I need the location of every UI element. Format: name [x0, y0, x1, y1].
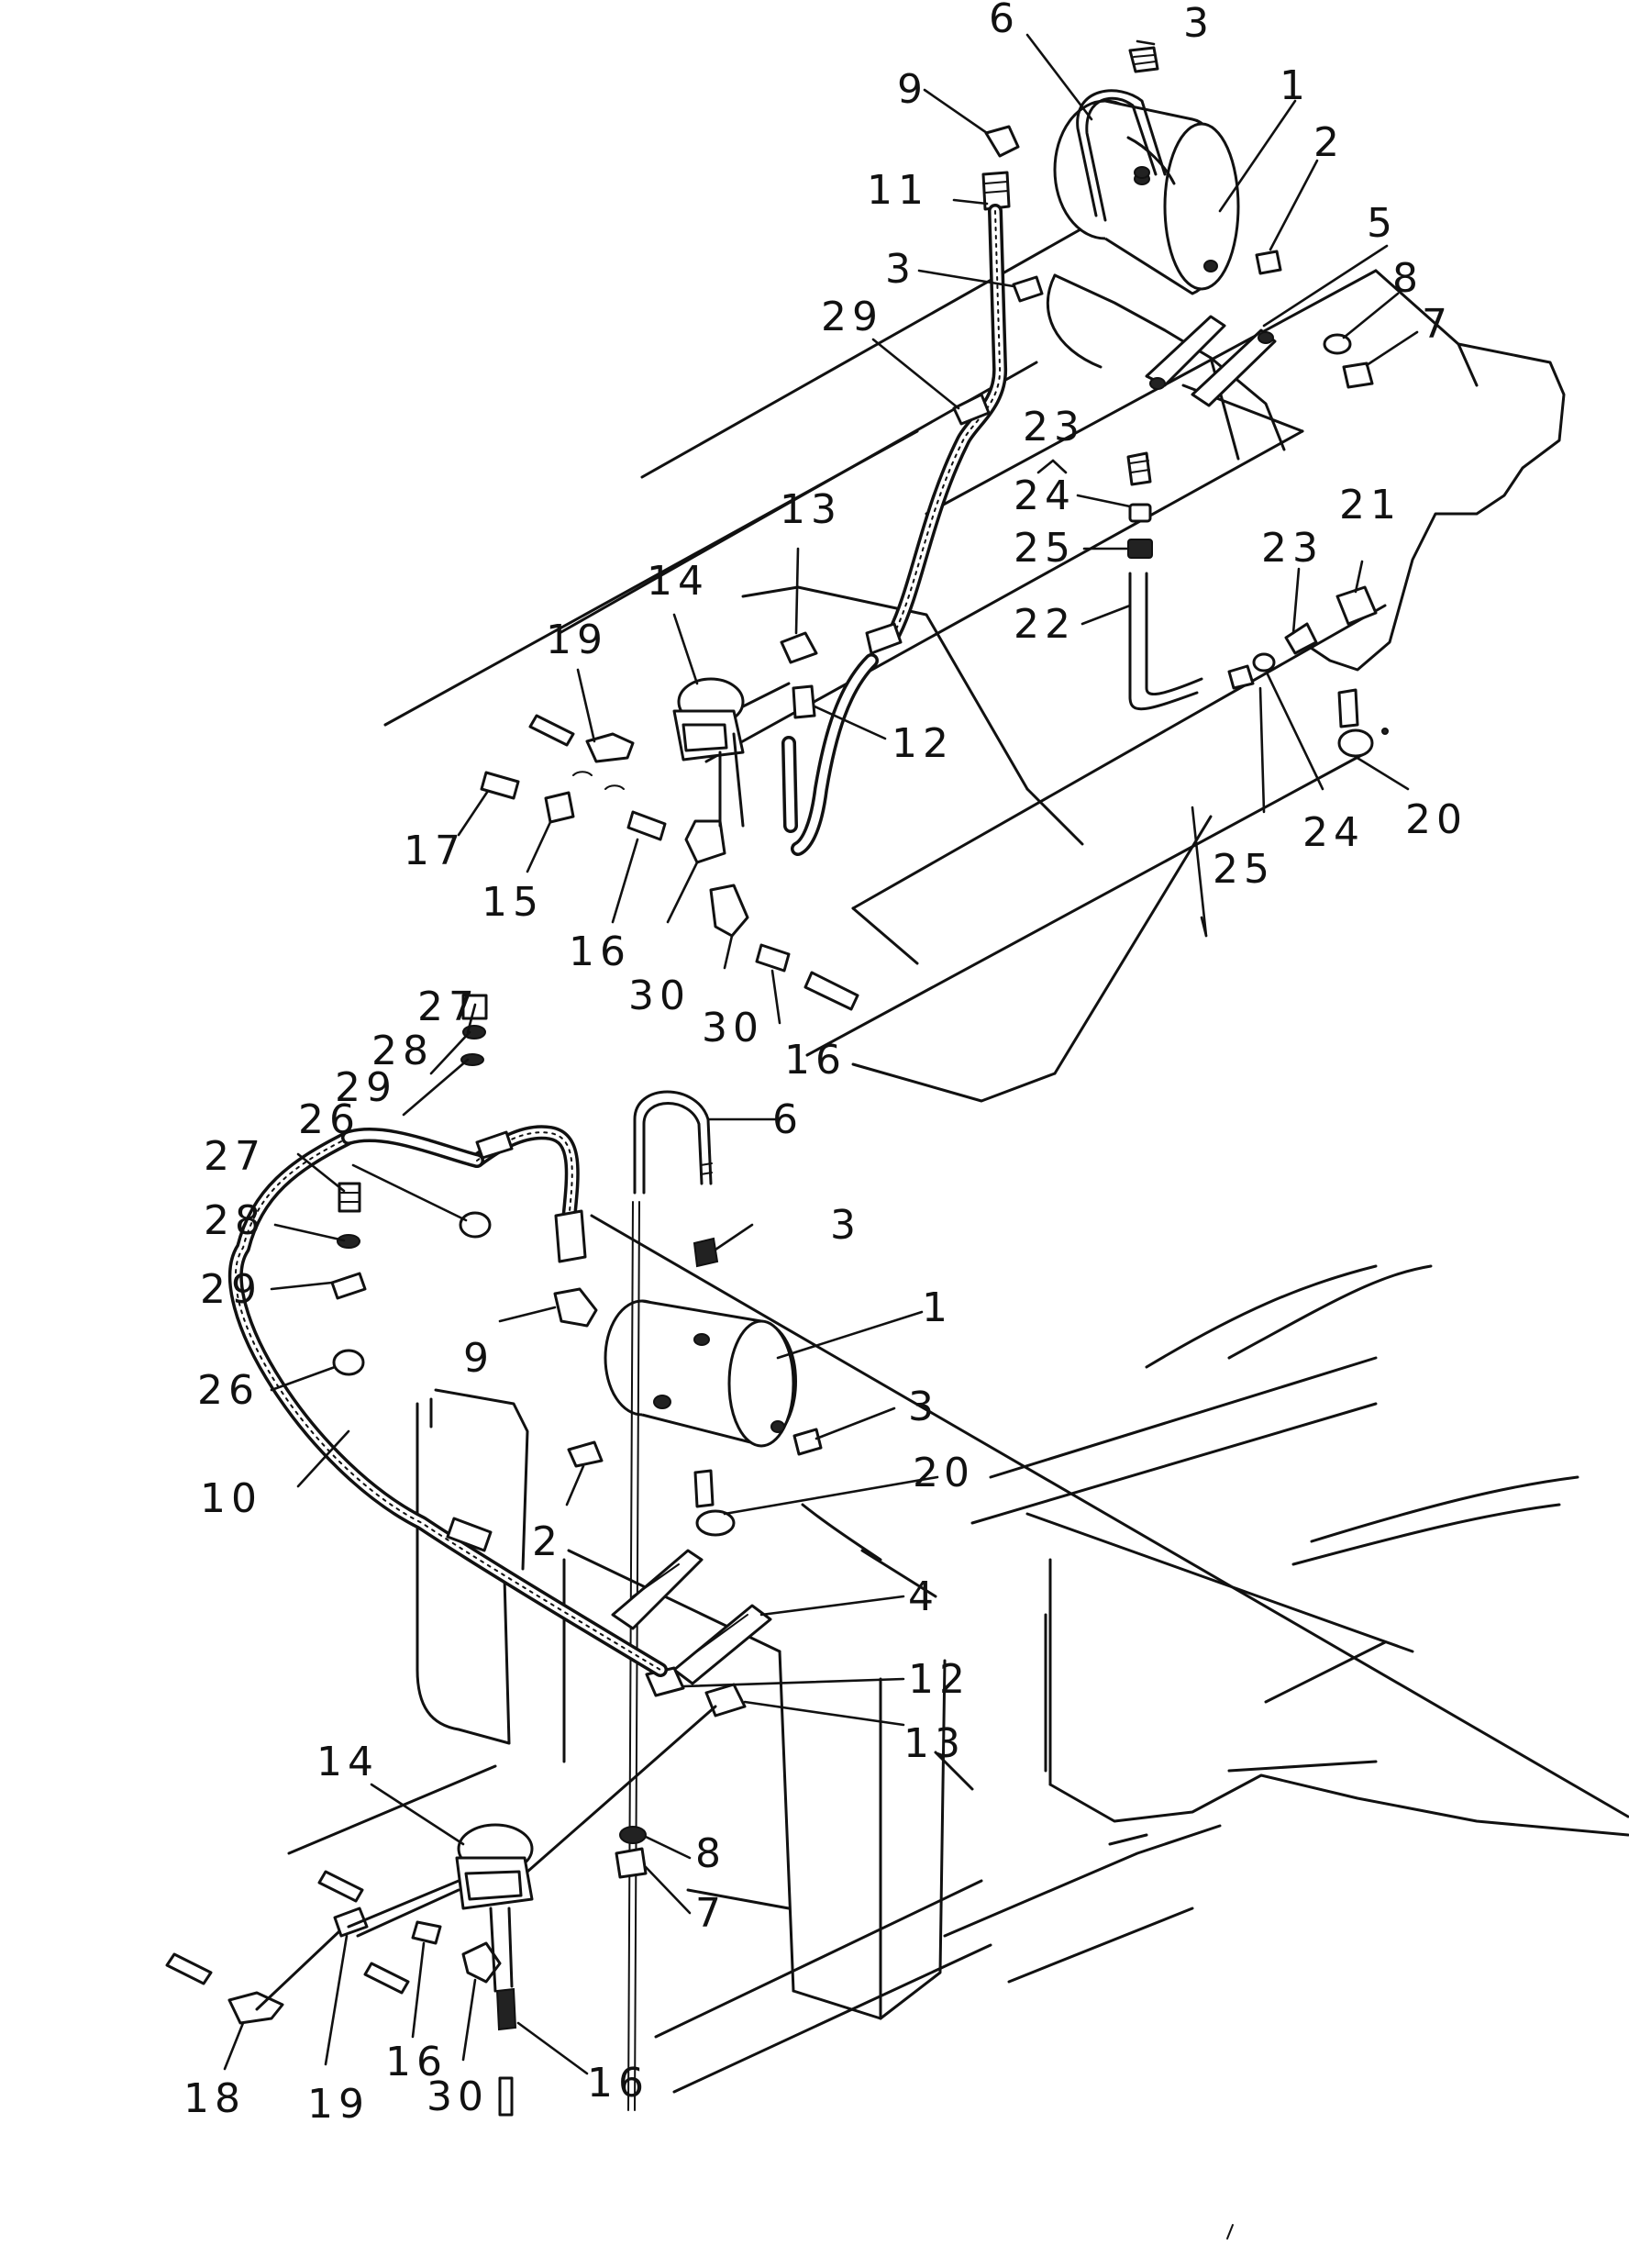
callout-20-upper: 20	[1405, 796, 1468, 843]
callout-1-lower: 1	[922, 1284, 953, 1331]
callout-26-lower: 26	[197, 1367, 260, 1414]
callout-8-lower: 8	[695, 1830, 726, 1877]
callout-24-upper: 24	[1014, 472, 1076, 519]
callout-10-lower: 10	[200, 1475, 262, 1522]
callout-14-upper: 14	[647, 558, 709, 605]
callout-30-upper-b: 30	[702, 1005, 764, 1051]
callout-28-lower: 28	[204, 1197, 266, 1244]
callout-22-upper: 22	[1014, 601, 1076, 648]
callout-9-upper: 9	[897, 66, 928, 113]
callout-21-upper: 21	[1339, 482, 1402, 528]
callout-18-lower: 18	[183, 2075, 246, 2122]
callout-2-lower: 2	[532, 1518, 563, 1565]
stray-dot	[1381, 728, 1389, 735]
callout-27-lower: 27	[204, 1133, 266, 1180]
callout-23-upper-right: 23	[1261, 525, 1324, 572]
callout-8-upper: 8	[1392, 255, 1424, 302]
callout-6-upper: 6	[989, 0, 1020, 42]
callout-6-lower: 6	[772, 1096, 803, 1143]
callout-20-lower: 20	[913, 1450, 975, 1496]
callout-14-lower: 14	[316, 1739, 379, 1785]
lower-small-fittings	[165, 1237, 823, 2117]
lower-frame-outline	[287, 1214, 1629, 2094]
upper-air-tank	[1053, 89, 1240, 295]
callout-11-upper: 11	[867, 167, 929, 214]
callout-19-upper: 19	[546, 617, 608, 663]
callout-15-upper: 15	[482, 879, 544, 926]
callout-3-lower-top: 3	[830, 1202, 861, 1249]
callout-5-upper: 5	[1367, 200, 1398, 247]
callout-19-lower: 19	[307, 2081, 370, 2128]
callout-2-upper: 2	[1313, 119, 1345, 166]
callout-30-lower: 30	[427, 2073, 489, 2120]
callout-3-lower-side: 3	[908, 1384, 939, 1430]
upper-hose	[718, 204, 1008, 856]
callout-9-lower: 9	[463, 1335, 494, 1382]
leader-lines	[223, 33, 1419, 2075]
callout-29-upper: 29	[821, 294, 883, 340]
stray-mark	[1226, 2224, 1234, 2240]
callout-25-upper-right: 25	[1213, 846, 1275, 893]
callout-3-upper-side: 3	[885, 246, 916, 293]
callout-13-upper: 13	[780, 486, 842, 533]
callout-7-upper: 7	[1422, 301, 1453, 348]
callout-4-lower: 4	[908, 1573, 939, 1620]
callout-1-upper: 1	[1280, 62, 1311, 109]
callout-16-lower-a: 16	[385, 2039, 448, 2085]
callout-23-upper: 23	[1023, 404, 1085, 450]
upper-small-fittings	[480, 46, 1378, 1011]
callout-labels: 6 3 1 9 2 11 5 3 8 29 7 23 24 21 13 25 2…	[183, 0, 1468, 2128]
callout-16-lower-b: 16	[587, 2060, 649, 2107]
callout-7-lower: 7	[695, 1890, 726, 1937]
callout-12-lower: 12	[908, 1656, 970, 1703]
callout-29-lower: 29	[200, 1266, 262, 1313]
callout-17-upper: 17	[404, 828, 466, 874]
callout-28-lower-top: 28	[371, 1028, 434, 1074]
callout-27-lower-top: 27	[417, 984, 480, 1030]
lower-hose	[227, 994, 668, 1677]
lower-air-tank	[604, 1299, 797, 1448]
callout-13-lower: 13	[903, 1720, 966, 1767]
callout-16-upper-b: 16	[784, 1037, 847, 1084]
callout-25-upper: 25	[1014, 525, 1076, 572]
callout-3-upper-top: 3	[1183, 0, 1214, 47]
callout-26-lower-top: 26	[298, 1096, 360, 1143]
callout-24-upper-right: 24	[1302, 809, 1365, 856]
callout-29-lower-top: 29	[335, 1064, 397, 1111]
callout-16-upper: 16	[569, 928, 631, 975]
callout-30-upper-a: 30	[628, 973, 691, 1019]
callout-12-upper: 12	[892, 720, 954, 767]
